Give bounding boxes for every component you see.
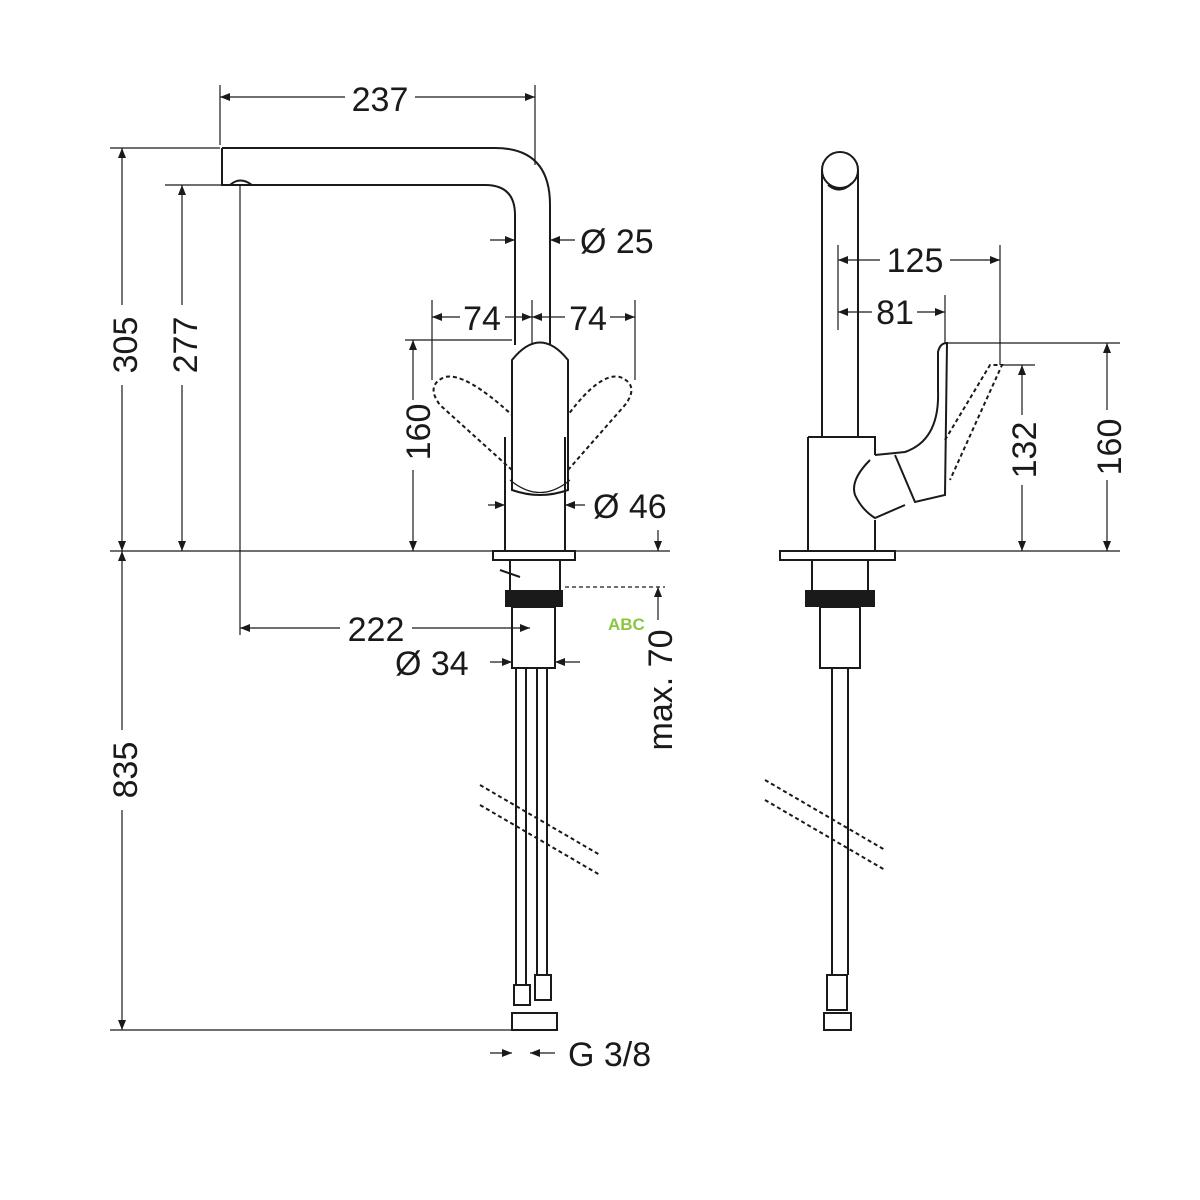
lever-swing-left — [432, 375, 513, 471]
lever — [511, 341, 569, 496]
shank — [511, 606, 556, 669]
dim-spout-reach: 237 — [352, 81, 409, 119]
dim-spout-diameter: Ø 25 — [580, 223, 654, 261]
dim-lever-swing-right: 74 — [569, 300, 607, 338]
shank — [819, 606, 861, 669]
hose-fitting — [511, 1012, 558, 1031]
base-plate — [492, 550, 576, 561]
spout-outline — [222, 147, 551, 345]
dim-hose-length: 835 — [107, 742, 145, 799]
dim-shank-diameter: Ø 34 — [395, 645, 469, 683]
watermark: ABC — [608, 615, 645, 634]
dim-body-diameter: Ø 46 — [593, 488, 667, 526]
dim-outlet-height: 277 — [167, 317, 205, 374]
dim-lever-height-open: 132 — [1006, 422, 1044, 479]
hose-fitting — [823, 1012, 852, 1031]
dim-connection-thread: G 3/8 — [568, 1036, 651, 1074]
body — [504, 437, 566, 550]
dim-lever-height-side: 160 — [1091, 419, 1129, 476]
dim-outlet-offset: 222 — [348, 611, 405, 649]
dim-lever-swing-left: 74 — [463, 300, 501, 338]
dim-max-deck-thickness: max. 70 — [642, 630, 680, 751]
thread — [505, 590, 563, 607]
dim-total-height: 305 — [107, 317, 145, 374]
lever-swing-right — [567, 375, 633, 471]
lever-open — [944, 364, 1004, 481]
side-view: 125 81 132 160 — [764, 151, 1129, 1031]
base-plate — [779, 550, 896, 561]
aerator — [229, 179, 253, 186]
body — [807, 436, 876, 551]
break-mark — [764, 779, 886, 871]
dim-lever-reach-open: 125 — [887, 242, 944, 280]
lever — [874, 341, 949, 504]
spout-end — [821, 151, 859, 189]
break-mark — [479, 784, 601, 876]
dim-lever-height: 160 — [400, 404, 438, 461]
front-view: 237 Ø 25 74 74 160 Ø 46 305 277 222 Ø 34… — [107, 80, 680, 1074]
hoses — [515, 668, 548, 985]
thread — [805, 590, 875, 607]
dim-lever-reach-closed: 81 — [876, 294, 914, 332]
